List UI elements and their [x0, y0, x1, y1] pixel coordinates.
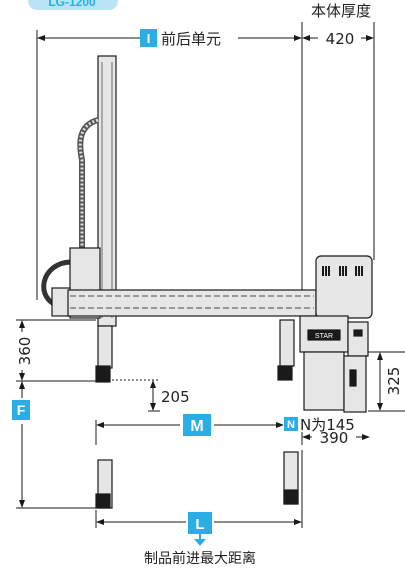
dim-360 [16, 319, 96, 382]
dim-205 [112, 379, 160, 412]
badge-m [183, 414, 211, 436]
main-body-box [315, 255, 373, 319]
dim-420-value: 420 [326, 30, 355, 48]
cabinet [303, 351, 345, 411]
dim-m [95, 420, 284, 445]
robot-machine: STAR [41, 55, 373, 509]
badge-f [12, 400, 30, 420]
dim-390-value: 390 [320, 429, 349, 447]
dim-l [95, 450, 303, 528]
dim-205-value: 205 [161, 388, 190, 406]
badge-i [140, 29, 157, 47]
badge-l-label: L [195, 516, 204, 533]
dim-390 [301, 432, 370, 445]
gripper-right-top [279, 319, 295, 367]
dim-325 [368, 351, 405, 412]
product-max-forward-distance-label: 制品前进最大距离 [144, 550, 256, 567]
horizontal-beam [67, 289, 317, 317]
dim-front-rear-unit [36, 22, 303, 300]
badge-i-label: I [147, 31, 151, 46]
badge-n [284, 417, 298, 431]
dim-420 [302, 22, 375, 260]
model-label: LG-1200 [48, 0, 96, 9]
body-thickness-label: 本体厚度 [311, 2, 371, 20]
n-note-label: N为145 [300, 416, 355, 434]
badge-m-label: M [190, 418, 203, 435]
dim-325-value: 325 [385, 367, 403, 396]
l-arrow-head [194, 539, 206, 546]
badge-l [188, 512, 212, 534]
vertical-arm [97, 55, 117, 327]
front-rear-unit-label: 前后单元 [161, 30, 221, 48]
model-tag [28, 0, 118, 10]
dim-f [16, 381, 96, 509]
dim-360-value: 360 [16, 337, 34, 366]
badge-f-label: F [17, 402, 26, 418]
svg-text:STAR: STAR [315, 333, 333, 340]
gripper-left-top [97, 325, 113, 369]
badge-n-label: N [287, 419, 295, 431]
brand-plate [307, 329, 341, 341]
